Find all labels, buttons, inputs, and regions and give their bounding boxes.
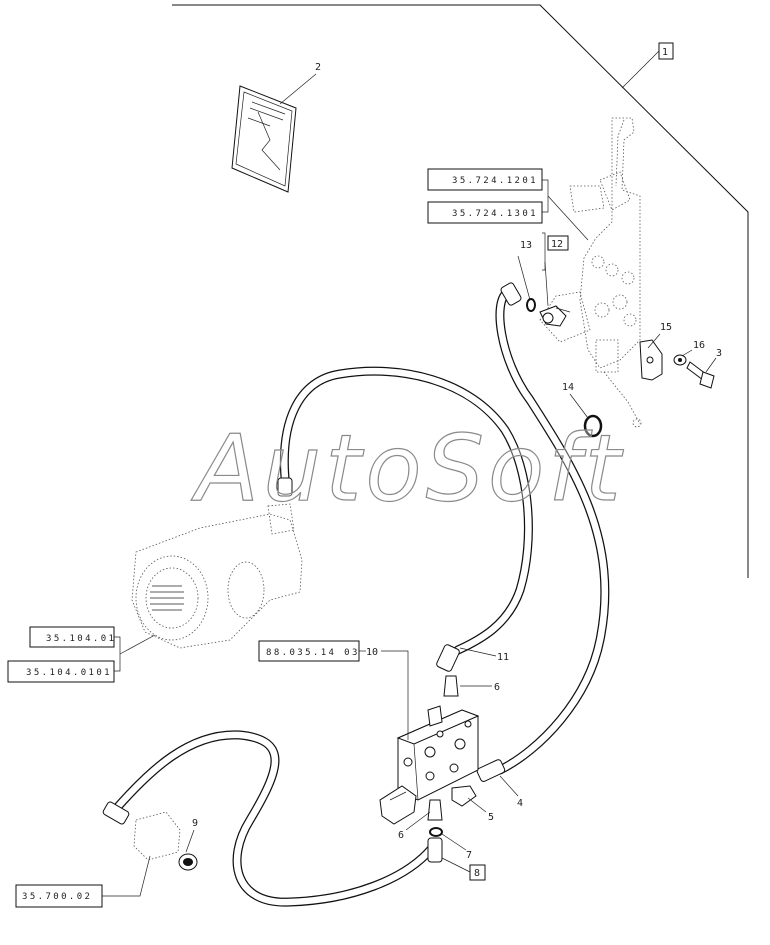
callout-8-leader (441, 857, 471, 873)
callout-4-leader (499, 775, 519, 797)
callout-3-leader (705, 357, 717, 373)
ref-box-35-724-1301[interactable] (427, 201, 543, 224)
ref-box-35-104-0101[interactable] (7, 660, 115, 683)
elbow-fitting-12 (539, 305, 571, 327)
callout-7-leader (441, 833, 467, 851)
callout-6-lower-leader (405, 811, 431, 831)
adapter-fitting-6-lower (427, 799, 443, 821)
callout-14-leader (569, 393, 589, 419)
control-valve-assembly (539, 117, 642, 428)
hose-end-fitting (102, 801, 130, 825)
callout-11[interactable]: 11 (497, 652, 509, 663)
callout-13[interactable]: 13 (520, 240, 532, 251)
solenoid-coil (379, 785, 417, 825)
ref-35-104-0101: 35.104.0101 (26, 668, 112, 678)
assembly-boundary-line (172, 4, 749, 578)
callout-9[interactable]: 9 (192, 818, 198, 829)
callout-15[interactable]: 15 (660, 322, 672, 333)
clamp-ring-14 (583, 414, 603, 438)
o-ring-7 (429, 827, 443, 837)
cap-9 (178, 853, 198, 871)
hose-11 (279, 366, 533, 655)
callout-12-bracket (542, 232, 546, 271)
callout-4[interactable]: 4 (517, 798, 523, 809)
valve-block-10 (396, 705, 480, 801)
ref-bracket-valve (542, 179, 549, 213)
callout-12[interactable]: 12 (551, 239, 563, 250)
callout-13-leader (517, 255, 531, 301)
callout-9-leader (185, 829, 195, 853)
callout-6-lower[interactable]: 6 (398, 830, 404, 841)
ref-35-104-01: 35.104.01 (46, 634, 116, 644)
ref-88-035-14-03: 88.035.14 03 (266, 648, 360, 658)
ref-leader-pump (119, 634, 156, 655)
callout-2-leader (279, 73, 317, 105)
filter-block-9 (133, 811, 181, 861)
ref-leader-valve (547, 195, 589, 241)
elbow-fitting-5 (451, 785, 477, 807)
ref-35-724-1201: 35.724.1201 (452, 176, 538, 186)
callout-7[interactable]: 7 (466, 850, 472, 861)
hydraulic-pump (131, 503, 303, 649)
bolt-3 (686, 361, 715, 389)
hose-end-fitting (500, 282, 522, 306)
callout-8-box (469, 864, 486, 881)
adapter-fitting-6-upper (443, 675, 459, 697)
hose-end-fitting (277, 477, 293, 497)
hose-end-fitting (436, 644, 460, 672)
callout-11-leader (459, 647, 497, 657)
callout-1[interactable]: 1 (662, 47, 668, 58)
o-ring-13 (526, 298, 536, 312)
callout-6-upper[interactable]: 6 (494, 682, 500, 693)
callout-3[interactable]: 3 (716, 348, 722, 359)
hose-end-fitting (476, 759, 506, 782)
callout-14[interactable]: 14 (562, 382, 574, 393)
callout-15-leader (647, 333, 661, 349)
callout-16-leader (681, 349, 693, 357)
callout-5[interactable]: 5 (488, 812, 494, 823)
callout-8[interactable]: 8 (474, 868, 480, 879)
callout-1-leader (621, 50, 660, 89)
callout-16[interactable]: 16 (693, 340, 705, 351)
callout-12-leader (544, 261, 549, 307)
ref-box-35-724-1201[interactable] (427, 168, 543, 191)
callout-10[interactable]: 10 (366, 647, 378, 658)
ref-leader-filter (102, 855, 151, 897)
watermark-text: AutoSoft (191, 415, 625, 522)
callout-10-leader (381, 650, 409, 740)
hose-8 (110, 730, 437, 907)
callout-5-leader (467, 797, 487, 813)
hose-end-fitting (427, 837, 443, 863)
callout-12-box (547, 235, 569, 251)
ref-35-700-02: 35.700.02 (22, 892, 92, 902)
manual-decal-part (231, 85, 297, 193)
ref-35-724-1301: 35.724.1301 (452, 209, 538, 219)
hose-4 (495, 287, 610, 775)
callout-2[interactable]: 2 (315, 62, 321, 73)
